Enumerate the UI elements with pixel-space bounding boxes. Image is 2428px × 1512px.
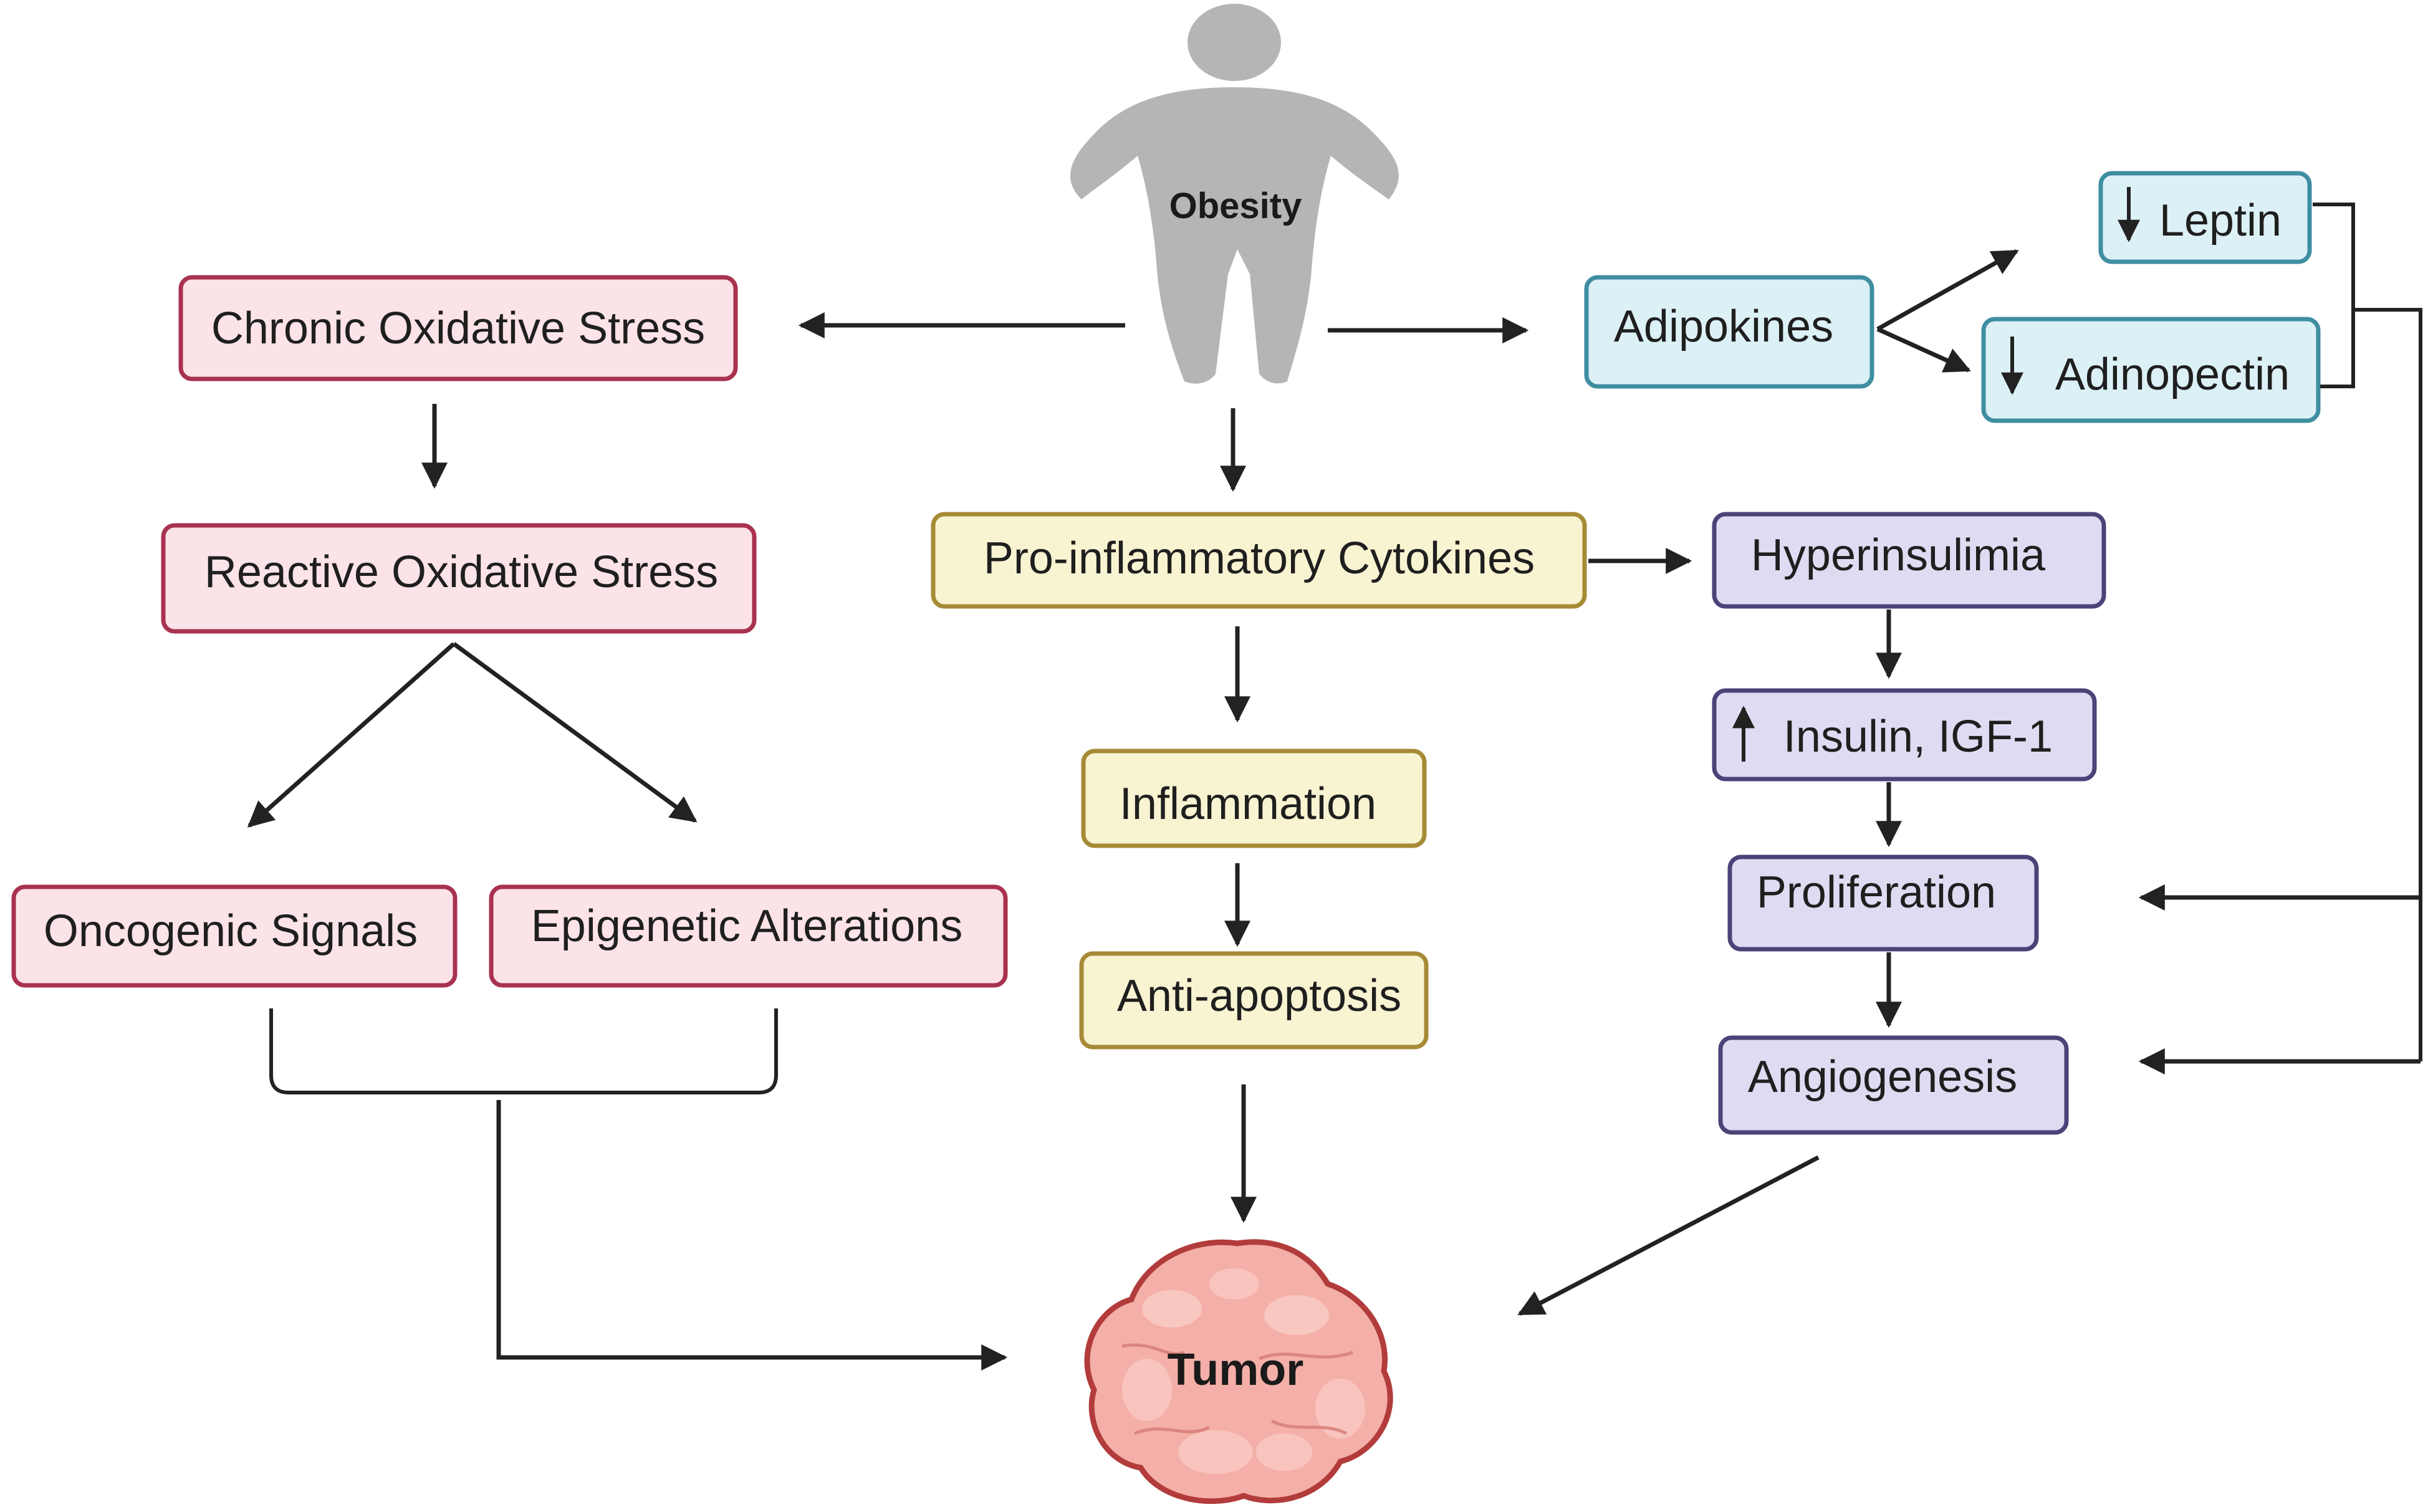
- angiogenesis-label: Angiogenesis: [1748, 1052, 2017, 1102]
- arrow-left-branch-to-tumor: [496, 1100, 1008, 1371]
- anti-apoptosis-box: [1079, 951, 1429, 1050]
- proliferation-label: Proliferation: [1757, 868, 1996, 917]
- bracket-leptin-adinopectin: [2313, 203, 2355, 388]
- pro-inflammatory-cytokines-box: [931, 512, 1587, 609]
- bracket-left-branch: [269, 1008, 778, 1094]
- adinopectin-box: [1981, 317, 2321, 423]
- proliferation-box: [1727, 854, 2039, 952]
- connector-adipokines-right-line: [2353, 308, 2422, 1061]
- tumor-label: Tumor: [1168, 1345, 1304, 1395]
- arrow-adipokines-to-adinopectin: [1876, 327, 1971, 373]
- epigenetic-alterations-label: Epigenetic Alterations: [531, 901, 962, 951]
- chronic-oxidative-stress-label: Chronic Oxidative Stress: [211, 304, 705, 353]
- arrow-reactive-to-oncogenic: [247, 642, 456, 828]
- adipokines-label: Adipokines: [1614, 302, 1833, 352]
- reactive-oxidative-stress-label: Reactive Oxidative Stress: [204, 547, 718, 597]
- reactive-oxidative-stress-box: [161, 523, 757, 634]
- anti-apoptosis-label: Anti-apoptosis: [1117, 971, 1401, 1021]
- oncogenic-signals-label: Oncogenic Signals: [44, 906, 418, 956]
- epigenetic-alterations-box: [489, 884, 1008, 988]
- obesity-silhouette-icon: [1070, 4, 1399, 384]
- arrow-angiogenesis-to-tumor: [1517, 1155, 1820, 1316]
- leptin-box: [2098, 171, 2312, 264]
- angiogenesis-box: [1718, 1035, 2069, 1135]
- adipokines-box: [1584, 275, 1874, 389]
- pro-inflammatory-cytokines-label: Pro-inflammatory Cytokines: [984, 534, 1535, 583]
- insulin-igf1-label: Insulin, IGF-1: [1783, 712, 2053, 762]
- chronic-oxidative-stress-box: [178, 275, 738, 381]
- hyperinsulimia-box: [1712, 512, 2106, 609]
- tumor-cell-icon: [1084, 1239, 1393, 1505]
- obesity-label: Obesity: [1169, 186, 1302, 226]
- leptin-label: Leptin: [2159, 196, 2282, 246]
- hyperinsulimia-label: Hyperinsulimia: [1751, 530, 2046, 580]
- inflammation-box: [1081, 749, 1427, 848]
- arrow-adipokines-to-leptin: [1876, 249, 2019, 332]
- inflammation-label: Inflammation: [1120, 779, 1376, 829]
- insulin-igf1-box: [1712, 688, 2097, 782]
- arrow-reactive-to-epigenetic: [452, 642, 698, 823]
- adinopectin-label: Adinopectin: [2055, 350, 2290, 400]
- oncogenic-signals-box: [11, 884, 458, 988]
